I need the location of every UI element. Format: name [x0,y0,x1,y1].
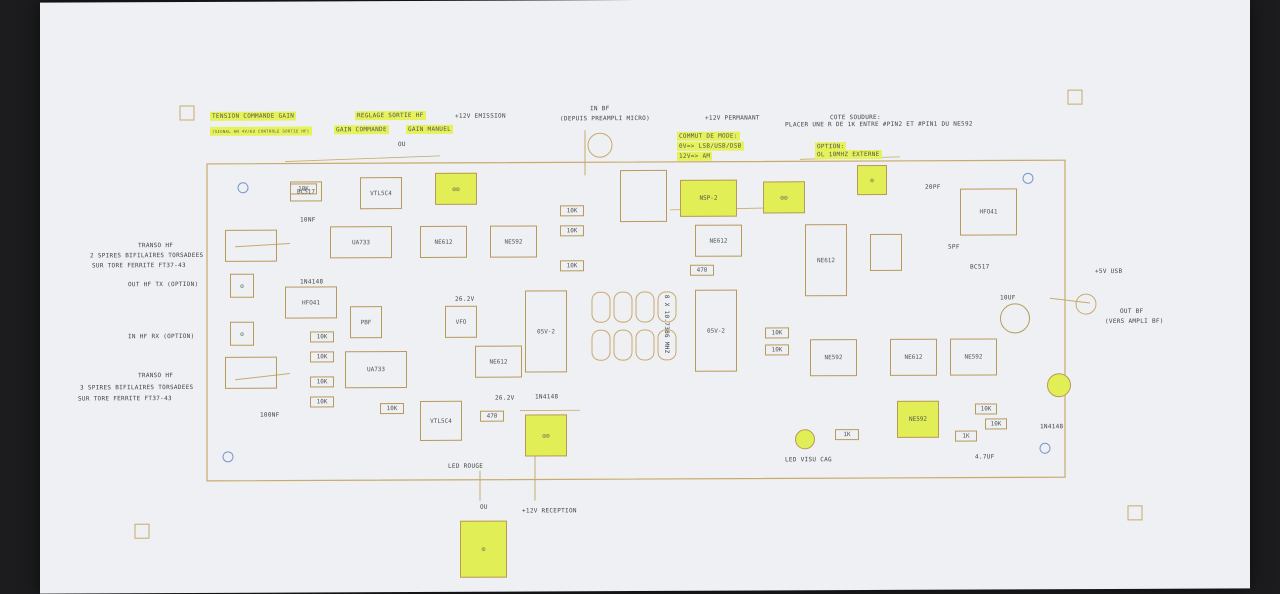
in-hf-connector: ◎ [230,322,254,346]
ua733-top: UA733 [330,226,392,258]
label-out-bf: OUT BF [1120,308,1143,315]
label-placer: PLACER UNE R DE 1K ENTRE #PIN2 ET #PIN1 … [785,121,973,129]
label-10uf: 10UF [1000,294,1016,301]
ne592-mid: NE592 [810,339,857,376]
vtl5c4-bottom: VTL5C4 [420,401,462,441]
label-26v-b: 26.2V [495,395,515,402]
label-out-hf: OUT HF TX (OPTION) [128,281,198,288]
resistor-10k-i: 10K [765,344,789,355]
resistor-470-b: 470 [480,411,504,422]
ne592-bottom: NE592 [897,401,939,438]
audio-transformer [620,170,667,222]
ne612-top: NE612 [420,226,467,258]
label-10nf: 10NF [300,216,316,223]
label-diode-b: 1N4148 [535,393,558,400]
led-visu-cag [795,429,815,449]
resistor-10k-g: 10K [310,396,334,407]
label-transo-1c: SUR TORE FERRITE FT37-43 [92,262,186,269]
resistor-10k-j: 10K [975,403,997,414]
ne592-far: NE592 [950,338,997,375]
label-depuis: (DEPUIS PREAMPLI MICRO) [560,115,650,122]
label-in-hf: IN HF RX (OPTION) [128,333,195,340]
paper-sheet: TENSION COMMANDE GAIN (SIGNAL AN 4V/6U C… [40,0,1250,594]
label-gain-commande: GAIN COMMANDE [334,125,389,134]
cap-10uf [1047,373,1071,397]
label-12v-emission: +12V EMISSION [455,113,506,120]
resistor-1k-b: 1K [835,429,859,440]
label-12v-permanant: +12V PERMANANT [705,114,760,121]
label-in-bf: IN BF [590,105,610,112]
filter-left: 05V-2 [525,290,567,372]
hfo41-right: HFO41 [960,188,1017,235]
label-transo-2: TRANSO HF [138,372,173,379]
label-commut: COMMUT DE MODE: [677,132,740,141]
label-xtal: 8 X 10.7386 MHZ [663,295,670,354]
label-transo-1b: 2 SPIRES BIFILAIRES TORSADEES [90,252,203,259]
connector-12v-emission: ◎◎ [435,173,477,205]
label-option-2: OL 10MHZ EXTERNE [815,150,882,159]
led-rouge-block: ◎ [460,521,507,578]
label-reglage: REGLAGE SORTIE HF [355,111,426,120]
resistor-10k-a: 10K [560,205,584,216]
label-gain-manuel: GAIN MANUEL [406,125,453,134]
label-transo-2b: 3 SPIRES BIFILAIRES TORSADEES [80,384,193,391]
filter-right: 05V-2 [695,290,737,372]
trimmer-cap [870,234,902,271]
resistor-10k-f: 10K [310,376,334,387]
hfo41-left: HFO41 [285,286,337,318]
pbf-trimmer: PBF [350,306,382,338]
label-bc517-right: BC517 [970,263,990,270]
resistor-10k-e: 10K [310,351,334,362]
label-ou-2: OU [480,504,488,511]
resistor-470: 470 [690,265,714,276]
label-4-7uf: 4.7UF [975,453,995,460]
label-diode-c: 1N4148 [1040,423,1063,430]
label-led-visu: LED VISU CAG [785,456,832,463]
out-hf-connector: ◎ [230,274,254,298]
ua733-bottom: UA733 [345,351,407,388]
ne612-mid: NE612 [475,346,522,378]
connector-12v-reception: ◎◎ [525,414,567,456]
transo-2 [225,357,277,389]
vtl5c4-top: VTL5C4 [360,177,402,209]
nsp2-block: NSP-2 [680,180,737,217]
label-diode: 1N4148 [300,278,323,285]
ne612-vertical: NE612 [805,224,847,296]
resistor-10k-h: 10K [765,327,789,338]
cap-out-bf [1000,303,1030,333]
resistor-10k-c: 10K [560,260,584,271]
pcb-drawing [40,0,1250,594]
ne592-top: NE592 [490,225,537,257]
label-20pf: 20PF [925,184,941,191]
ne612-right: NE612 [695,225,742,257]
resistor-1k: 1K [955,431,977,442]
label-commut-2: 0V=> LSB/USB/DSB [677,142,744,151]
label-100nf: 100NF [260,412,280,419]
label-tension-sub: (SIGNAL AN 4V/6U CONTROLE SORTIE HF) [210,126,312,135]
resistor-10k-b: 10K [560,225,584,236]
label-vers-ampli: (VERS AMPLI BF) [1105,318,1164,325]
label-transo-2c: SUR TORE FERRITE FT37-43 [78,395,172,402]
label-transo-1: TRANSO HF [138,242,173,249]
connector-option: ◎ [857,165,887,195]
resistor-10k-top: 10K [290,183,317,194]
label-26v: 26.2V [455,296,475,303]
resistor-10k-d: 10K [310,331,334,342]
resistor-10k-k: 10K [985,418,1007,429]
connector-12v-permanant: ◎◎ [763,181,805,213]
label-led-rouge: LED ROUGE [448,463,483,470]
ne612-far: NE612 [890,339,937,376]
label-5v-usb: +5V USB [1095,268,1122,275]
label-tension: TENSION COMMANDE GAIN [210,112,296,121]
label-ou: OU [398,141,406,148]
transo-1 [225,230,277,262]
label-5pf: 5PF [948,244,960,251]
vfo-trimmer: VFO [445,306,477,338]
label-commut-3: 12V=> AM [677,152,712,161]
resistor-10-b: 10K [380,403,404,414]
label-12v-reception: +12V RECEPTION [522,507,577,514]
